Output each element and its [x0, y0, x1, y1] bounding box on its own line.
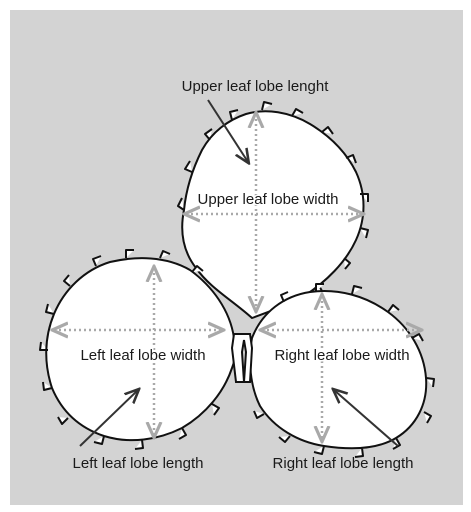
right-width-label: Right leaf lobe width: [274, 347, 409, 364]
left-width-label: Left leaf lobe width: [80, 347, 205, 364]
right-length-label: Right leaf lobe length: [273, 455, 414, 472]
leaf-stalk: [232, 334, 252, 382]
left-length-label: Left leaf lobe length: [73, 455, 204, 472]
upper-length-label: Upper leaf lobe lenght: [182, 78, 330, 95]
upper-width-label: Upper leaf lobe width: [198, 191, 339, 208]
